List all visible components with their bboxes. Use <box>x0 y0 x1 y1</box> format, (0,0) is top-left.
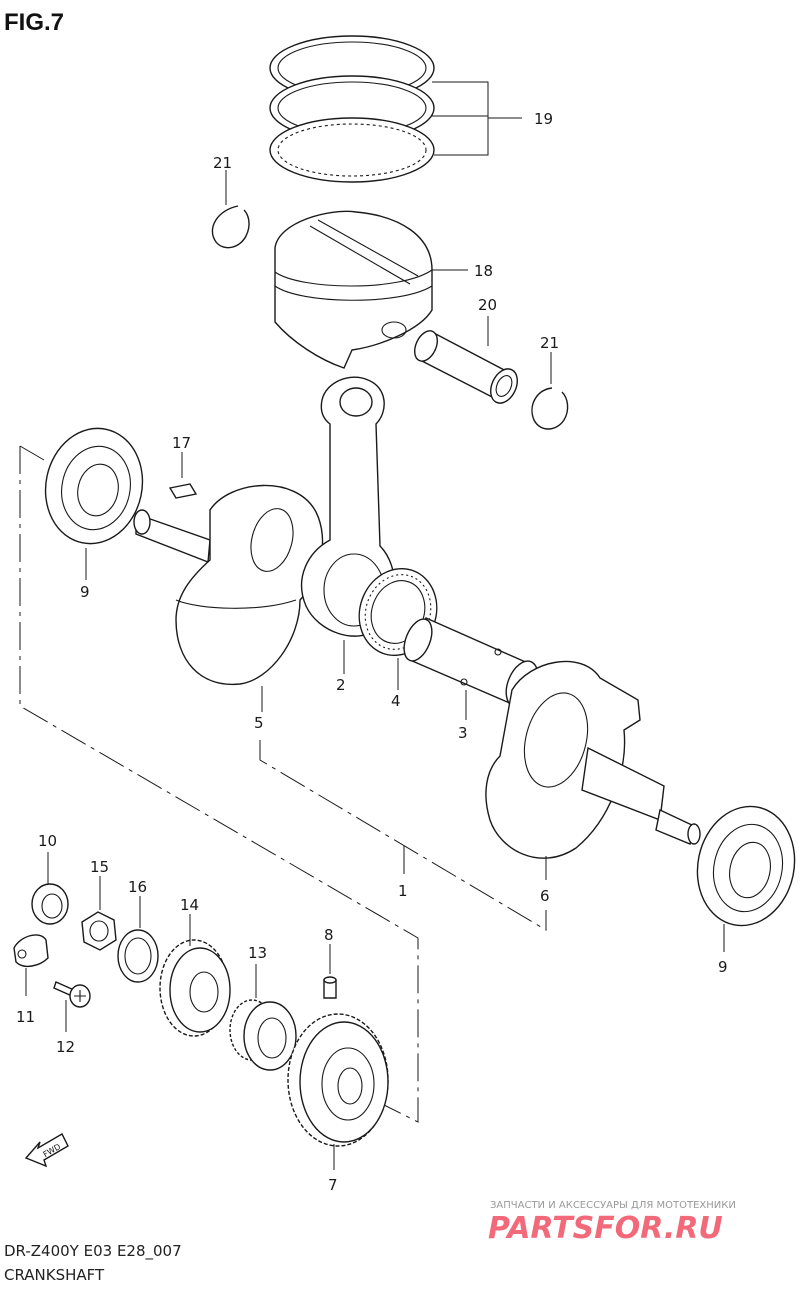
watermark-brand: PARTSFOR.RU <box>488 1211 723 1246</box>
leader-19 <box>432 81 522 156</box>
lock-plate-hole <box>17 949 27 959</box>
callout-9a: 9 <box>80 583 90 601</box>
callout-1: 1 <box>398 882 408 900</box>
woodruff-key[interactable] <box>168 483 198 499</box>
callout-13: 13 <box>248 944 267 962</box>
bushing[interactable] <box>31 883 69 925</box>
piston[interactable] <box>274 210 433 369</box>
callout-6: 6 <box>540 887 550 905</box>
callout-9b: 9 <box>718 958 728 976</box>
callout-17: 17 <box>172 434 191 452</box>
crankshaft-right-web[interactable] <box>485 660 701 859</box>
figure-caption: CRANKSHAFT <box>4 1266 105 1284</box>
callout-7: 7 <box>328 1176 338 1194</box>
figure-title: FIG.7 <box>4 9 64 36</box>
callout-18: 18 <box>474 262 493 280</box>
forward-arrow-icon: FWD <box>24 1133 69 1168</box>
circlip-left[interactable] <box>211 205 250 249</box>
assembly-bracket-1 <box>19 445 547 1123</box>
piston-pin[interactable] <box>410 327 522 407</box>
callout-12: 12 <box>56 1038 75 1056</box>
callout-19: 19 <box>534 110 553 128</box>
callout-21b: 21 <box>540 334 559 352</box>
circlip-right[interactable] <box>531 387 569 430</box>
watermark-tagline: ЗАПЧАСТИ И АКСЕССУАРЫ ДЛЯ МОТОТЕХНИКИ <box>490 1200 736 1211</box>
nut[interactable] <box>81 911 117 951</box>
piston-rings[interactable] <box>269 35 435 183</box>
crankshaft-left-web[interactable] <box>133 484 324 686</box>
callout-2: 2 <box>336 676 346 694</box>
callout-4: 4 <box>391 692 401 710</box>
crank-bearing-right[interactable] <box>687 797 800 934</box>
callout-21a: 21 <box>213 154 232 172</box>
callout-3: 3 <box>458 724 468 742</box>
washer[interactable] <box>117 929 159 983</box>
dowel-pin[interactable] <box>323 976 337 999</box>
callout-5: 5 <box>254 714 264 732</box>
callout-20: 20 <box>478 296 497 314</box>
model-code: DR-Z400Y E03 E28_007 <box>4 1242 182 1261</box>
primary-drive-gear[interactable] <box>159 939 231 1037</box>
screw[interactable] <box>53 981 91 1008</box>
balancer-drive-gear[interactable] <box>229 999 297 1071</box>
callout-15: 15 <box>90 858 109 876</box>
callout-10: 10 <box>38 832 57 850</box>
callout-16: 16 <box>128 878 147 896</box>
callout-14: 14 <box>180 896 199 914</box>
callout-8: 8 <box>324 926 334 944</box>
crank-bearing-left[interactable] <box>35 419 153 552</box>
driven-gear[interactable] <box>287 1013 389 1147</box>
callout-11: 11 <box>16 1008 35 1026</box>
